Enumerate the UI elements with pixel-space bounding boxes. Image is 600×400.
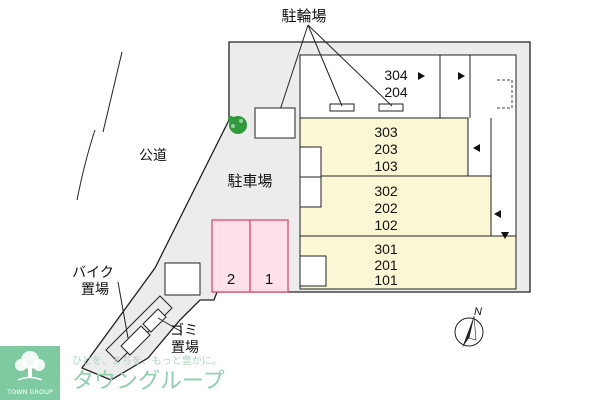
unit-label: 203 [374, 141, 398, 157]
unit-label: 204 [384, 84, 408, 100]
arrow-icon [494, 210, 501, 218]
tree-icon [228, 116, 247, 134]
dashed-area [497, 79, 513, 109]
arrow-icon [418, 72, 425, 80]
garbage-label: 置場 [171, 340, 199, 356]
storage-box [254, 107, 296, 139]
parking-space-number: 1 [265, 271, 273, 288]
arrow-icon [458, 72, 465, 80]
public-road-label: 公道 [139, 148, 167, 164]
logo-tagline: ひとを、まちを、もっと豊かに。 [72, 354, 222, 367]
unit-label: 103 [374, 158, 398, 174]
unit-label: 302 [374, 183, 398, 199]
road-edge-line [102, 51, 123, 133]
road-edge-line [76, 129, 96, 201]
garbage-label: ゴミ [170, 322, 198, 339]
parking-space-number: 2 [227, 271, 235, 288]
unit-block-301 [299, 235, 517, 290]
logo-brand-text: タウングループ [72, 369, 225, 394]
parking-lot-label: 駐車場 [227, 172, 272, 190]
leader-line [157, 317, 183, 333]
unit-label: 101 [374, 272, 398, 288]
bike-parking-box [164, 262, 201, 296]
brand-logo: TOWN GROUP ひとを、まちを、もっと豊かに。 タウングループ [0, 346, 225, 400]
bicycle-parking-label: 駐輪場 [281, 7, 326, 25]
parking-space [211, 219, 251, 293]
unit-label: 102 [374, 217, 398, 233]
logo-en-text: TOWN GROUP [6, 388, 53, 396]
unit-label: 304 [384, 67, 408, 83]
parking-space [249, 219, 289, 293]
north-label: N [474, 306, 482, 318]
leader-line [307, 24, 343, 107]
unit-block-303 [299, 117, 469, 177]
unit-label: 202 [374, 200, 398, 216]
leader-line [279, 24, 309, 111]
unit-label: 201 [374, 257, 398, 273]
garbage-area [105, 295, 173, 363]
unit-label: 303 [374, 124, 398, 140]
arrow-icon [473, 144, 480, 152]
meter-box [299, 176, 322, 208]
leader-line [307, 24, 393, 107]
meter-box [299, 255, 327, 287]
unit-label: 301 [374, 241, 398, 257]
north-arrow-icon: N [454, 306, 484, 348]
arrow-icon [501, 232, 509, 239]
bicycle-rack [329, 103, 355, 112]
leader-line [117, 281, 129, 339]
meter-box [299, 146, 322, 178]
bike-parking-label: 置場 [81, 282, 109, 298]
tree-logo-icon [15, 351, 45, 381]
bike-parking-label: バイク [72, 265, 114, 281]
bicycle-rack [378, 103, 404, 112]
